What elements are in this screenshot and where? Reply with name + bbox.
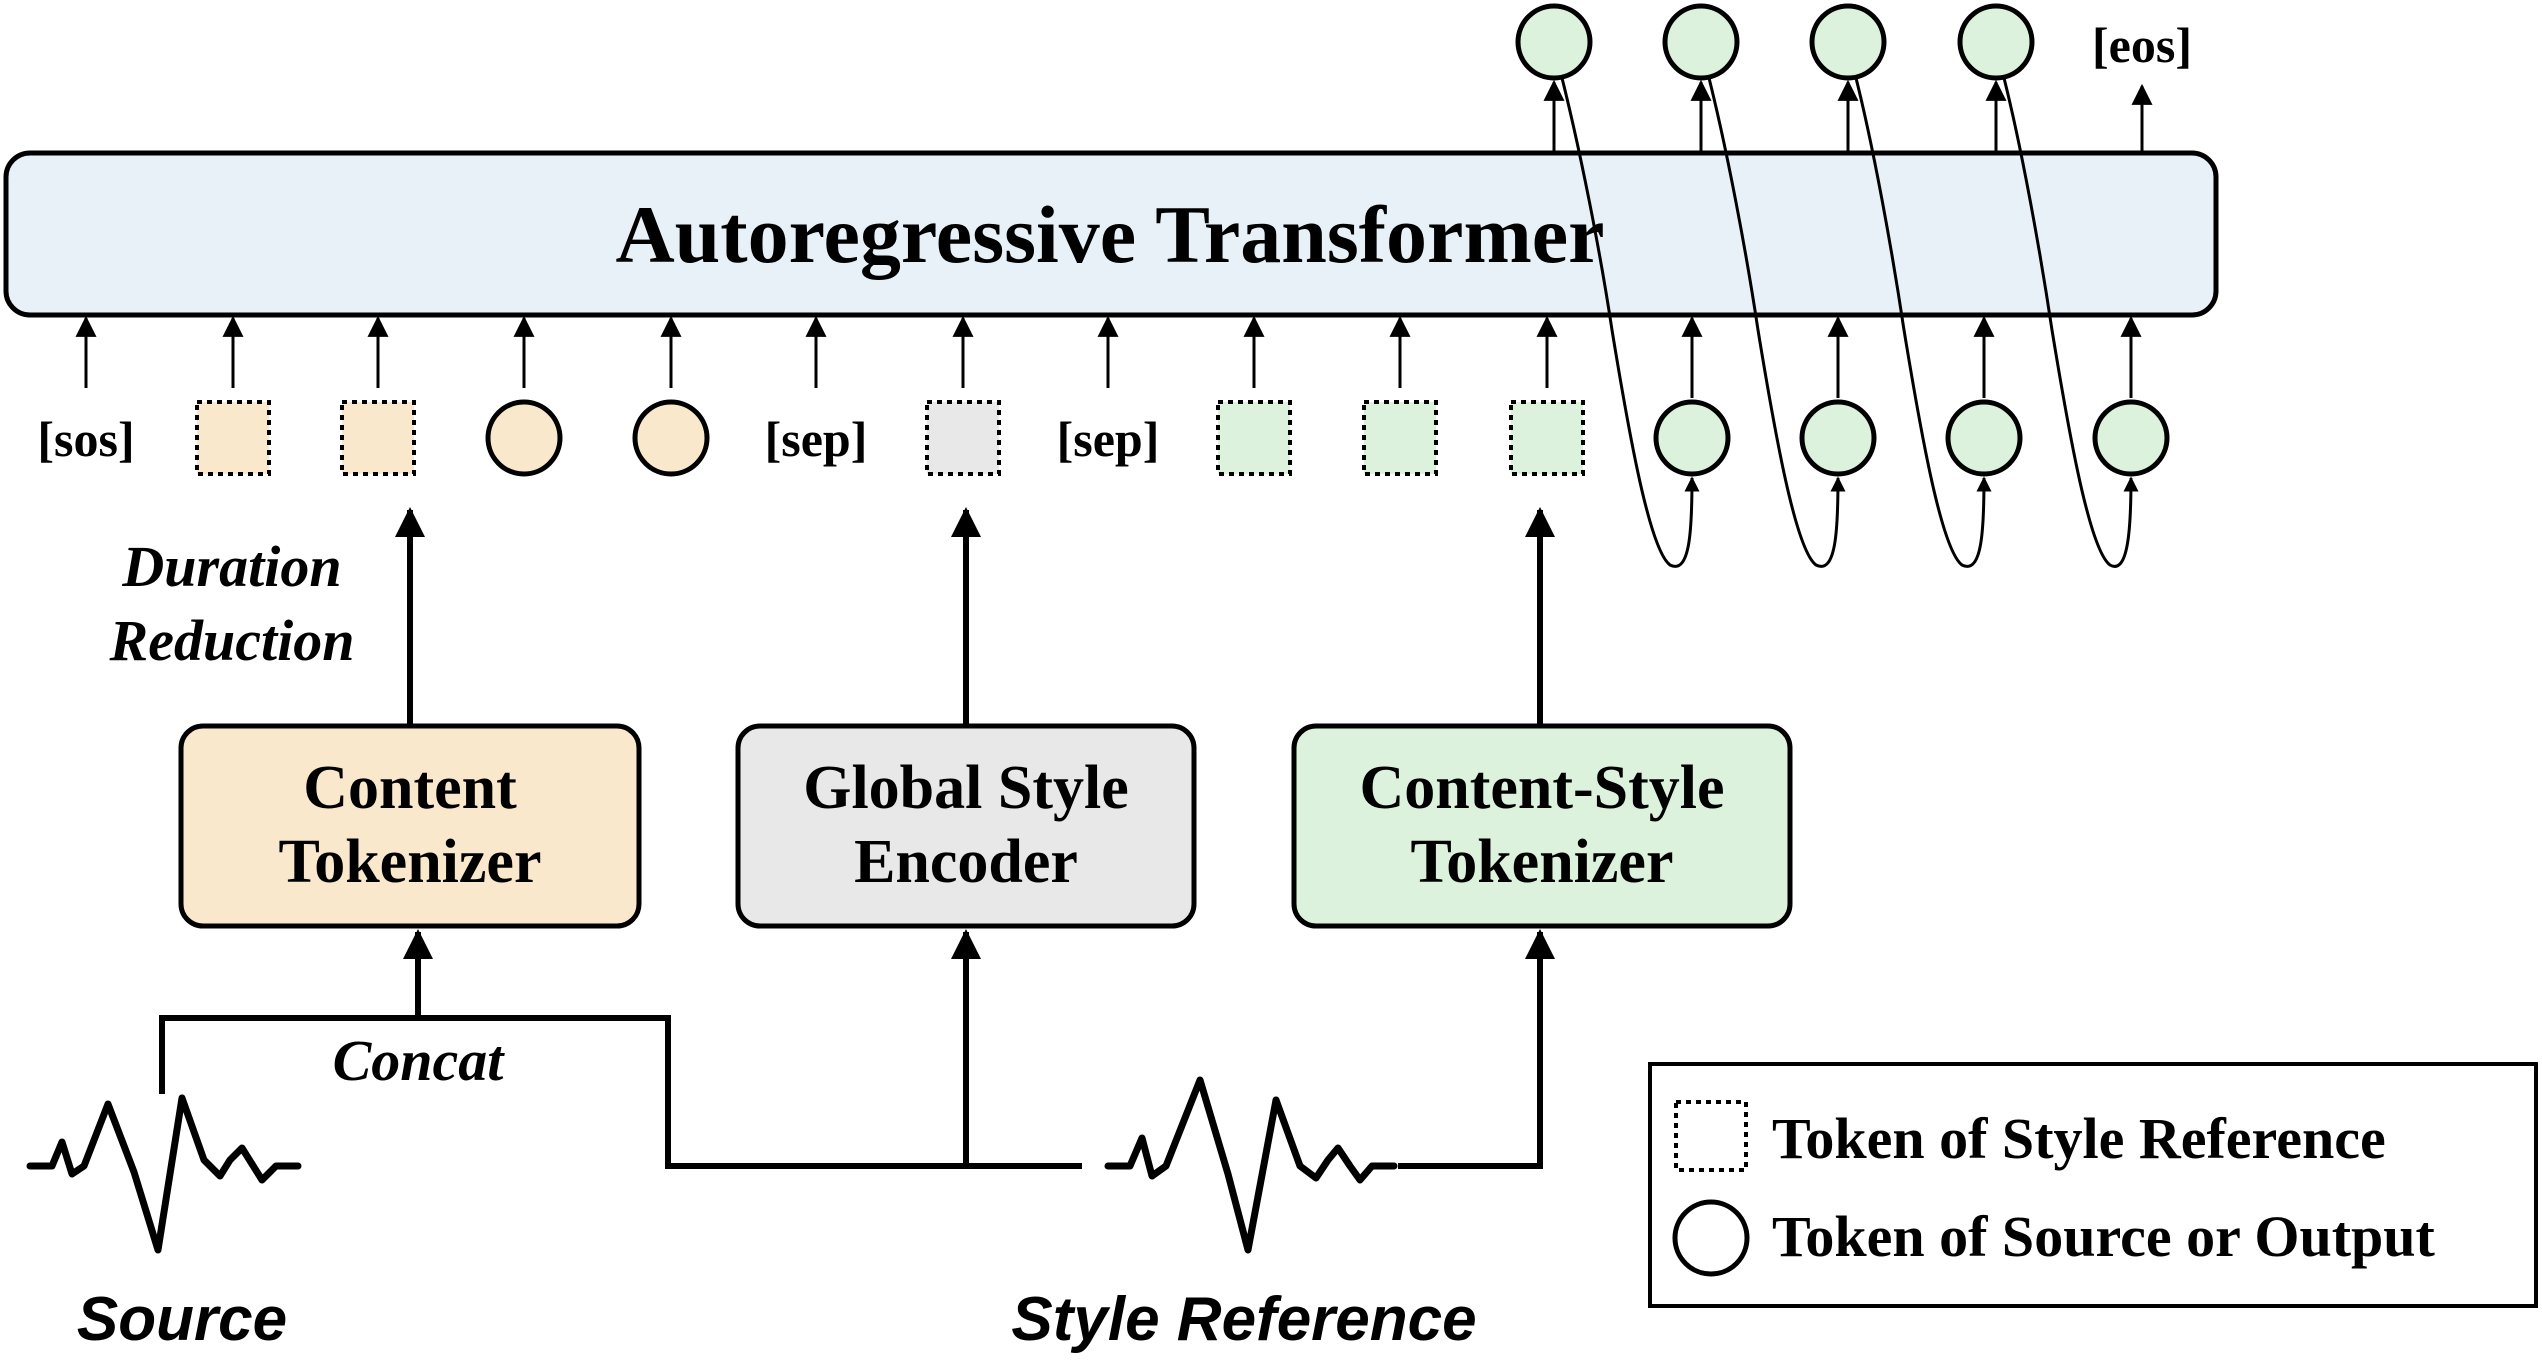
feedback-loops bbox=[1560, 77, 2139, 568]
duration-reduction-label-line2: Reduction bbox=[109, 608, 355, 673]
global-style-encoder-line1: Global Style bbox=[803, 754, 1129, 822]
module-output-arrows bbox=[395, 507, 1555, 724]
legend-dotted-square-icon bbox=[1674, 1100, 1748, 1172]
generated-input-circle-3 bbox=[1945, 399, 2023, 477]
concat-label: Concat bbox=[333, 1028, 506, 1093]
sep-token-1: [sep] bbox=[765, 411, 868, 467]
style-token-square bbox=[925, 400, 1001, 476]
global-style-encoder-box bbox=[735, 723, 1197, 929]
global-style-encoder-line2: Encoder bbox=[854, 828, 1078, 896]
legend-style-reference-label: Token of Style Reference bbox=[1772, 1106, 2386, 1171]
generated-input-circle-2 bbox=[1799, 399, 1877, 477]
output-token-circle-3 bbox=[1809, 3, 1887, 81]
generated-input-circle-1 bbox=[1653, 399, 1731, 477]
output-arrows bbox=[1543, 79, 2153, 153]
content-style-tokenizer-box bbox=[1291, 723, 1793, 929]
source-token-circle-2 bbox=[632, 399, 710, 477]
transformer-label: Autoregressive Transformer bbox=[615, 189, 1604, 280]
generated-input-circle-4 bbox=[2092, 399, 2170, 477]
source-token-circle-1 bbox=[485, 399, 563, 477]
content-style-tokenizer-line2: Tokenizer bbox=[1411, 828, 1674, 896]
output-token-circle-2 bbox=[1662, 3, 1740, 81]
source-label: Source bbox=[77, 1285, 287, 1354]
output-token-circle-4 bbox=[1957, 3, 2035, 81]
input-wiring bbox=[159, 929, 1555, 1169]
content-token-square-2 bbox=[340, 400, 416, 476]
content-tokenizer-box bbox=[178, 723, 642, 929]
output-token-circle-1 bbox=[1515, 3, 1593, 81]
content-tokenizer-line2: Tokenizer bbox=[279, 828, 542, 896]
sep-token-2: [sep] bbox=[1057, 411, 1160, 467]
content-tokenizer-line1: Content bbox=[303, 754, 517, 822]
legend-circle-icon bbox=[1672, 1199, 1750, 1277]
source-waveform-icon bbox=[26, 1094, 302, 1254]
transformer-block bbox=[3, 150, 2219, 318]
style-reference-label: Style Reference bbox=[1011, 1285, 1476, 1354]
input-arrows bbox=[75, 315, 2142, 398]
sos-token: [sos] bbox=[37, 411, 134, 467]
legend-box bbox=[1648, 1062, 2538, 1308]
content-style-token-square-1 bbox=[1216, 400, 1292, 476]
eos-token: [eos] bbox=[2092, 17, 2192, 73]
content-style-tokenizer-line1: Content-Style bbox=[1359, 754, 1724, 822]
legend-source-output-label: Token of Source or Output bbox=[1772, 1204, 2436, 1269]
style-reference-waveform-icon bbox=[1104, 1076, 1398, 1254]
content-style-token-square-3 bbox=[1509, 400, 1585, 476]
content-token-square-1 bbox=[195, 400, 271, 476]
content-style-token-square-2 bbox=[1362, 400, 1438, 476]
duration-reduction-label-line1: Duration bbox=[121, 534, 341, 599]
